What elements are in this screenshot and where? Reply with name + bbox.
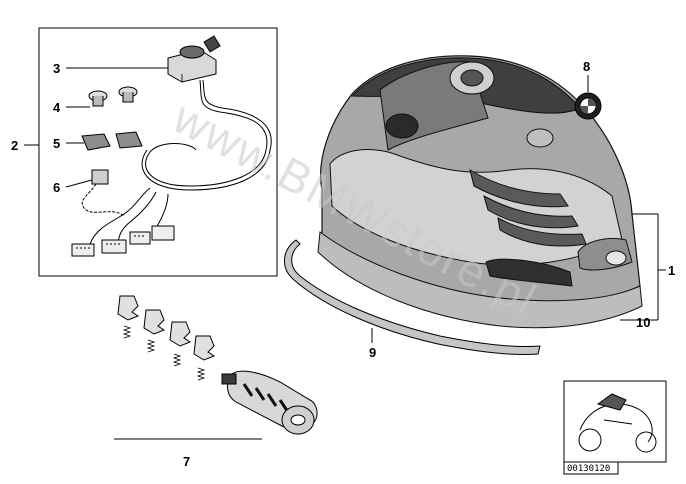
kit-frame: [38, 27, 278, 277]
callout-4: 4: [53, 100, 61, 115]
part-9-seal-strip: [284, 239, 541, 356]
reference-thumbnail: 00130120: [563, 380, 667, 475]
callout-3: 3: [53, 61, 60, 76]
connector-plugs: [71, 225, 175, 257]
callout-10: 10: [636, 315, 650, 330]
part-wiring-harness: [89, 79, 272, 247]
callout-2: 2: [11, 138, 18, 153]
part-7-lock-set: [117, 295, 318, 435]
callout-5: 5: [53, 136, 60, 151]
callout-1: 1: [668, 263, 675, 278]
part-4-screws: [88, 86, 138, 107]
callout-6: 6: [53, 180, 60, 195]
part-8-bmw-emblem: [574, 92, 602, 120]
part-5-clips: [81, 131, 143, 151]
part-6-sensor-cable: [81, 169, 125, 217]
reference-code: 00130120: [567, 464, 610, 474]
part-1-tank-cover: [317, 55, 643, 329]
callout-8: 8: [583, 59, 590, 74]
callout-7: 7: [183, 454, 190, 469]
callout-9: 9: [369, 345, 376, 360]
part-3-sensor: [167, 35, 221, 83]
